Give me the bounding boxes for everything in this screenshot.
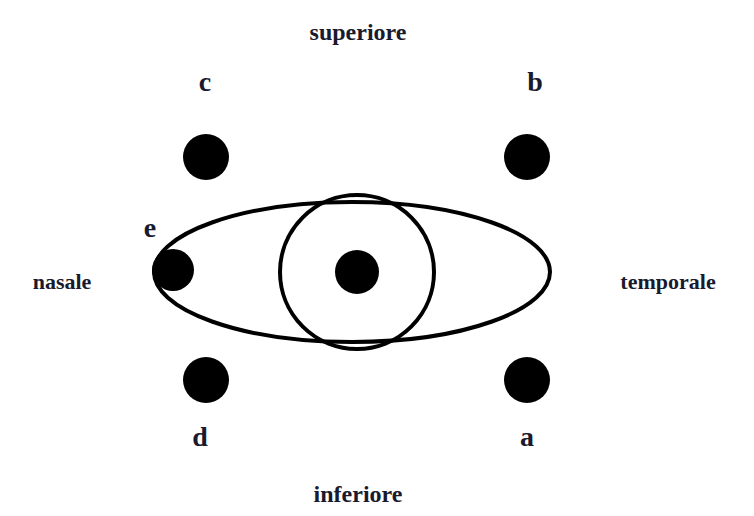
- point-dot: [504, 357, 550, 403]
- point-letter: d: [192, 423, 208, 451]
- point-letter: c: [199, 68, 211, 96]
- point-dot: [183, 357, 229, 403]
- iris-circle: [280, 195, 434, 349]
- point-dot: [183, 134, 229, 180]
- point-letter: b: [527, 68, 543, 96]
- point-dot: [152, 249, 194, 291]
- direction-label: nasale: [33, 271, 92, 293]
- direction-label: superiore: [310, 20, 407, 44]
- point-letter: e: [144, 214, 156, 242]
- direction-label: inferiore: [314, 482, 403, 506]
- eye-outline: [154, 202, 550, 342]
- pupil-dot: [335, 250, 379, 294]
- point-letter: a: [520, 423, 534, 451]
- point-dot: [504, 134, 550, 180]
- direction-label: temporale: [620, 271, 715, 293]
